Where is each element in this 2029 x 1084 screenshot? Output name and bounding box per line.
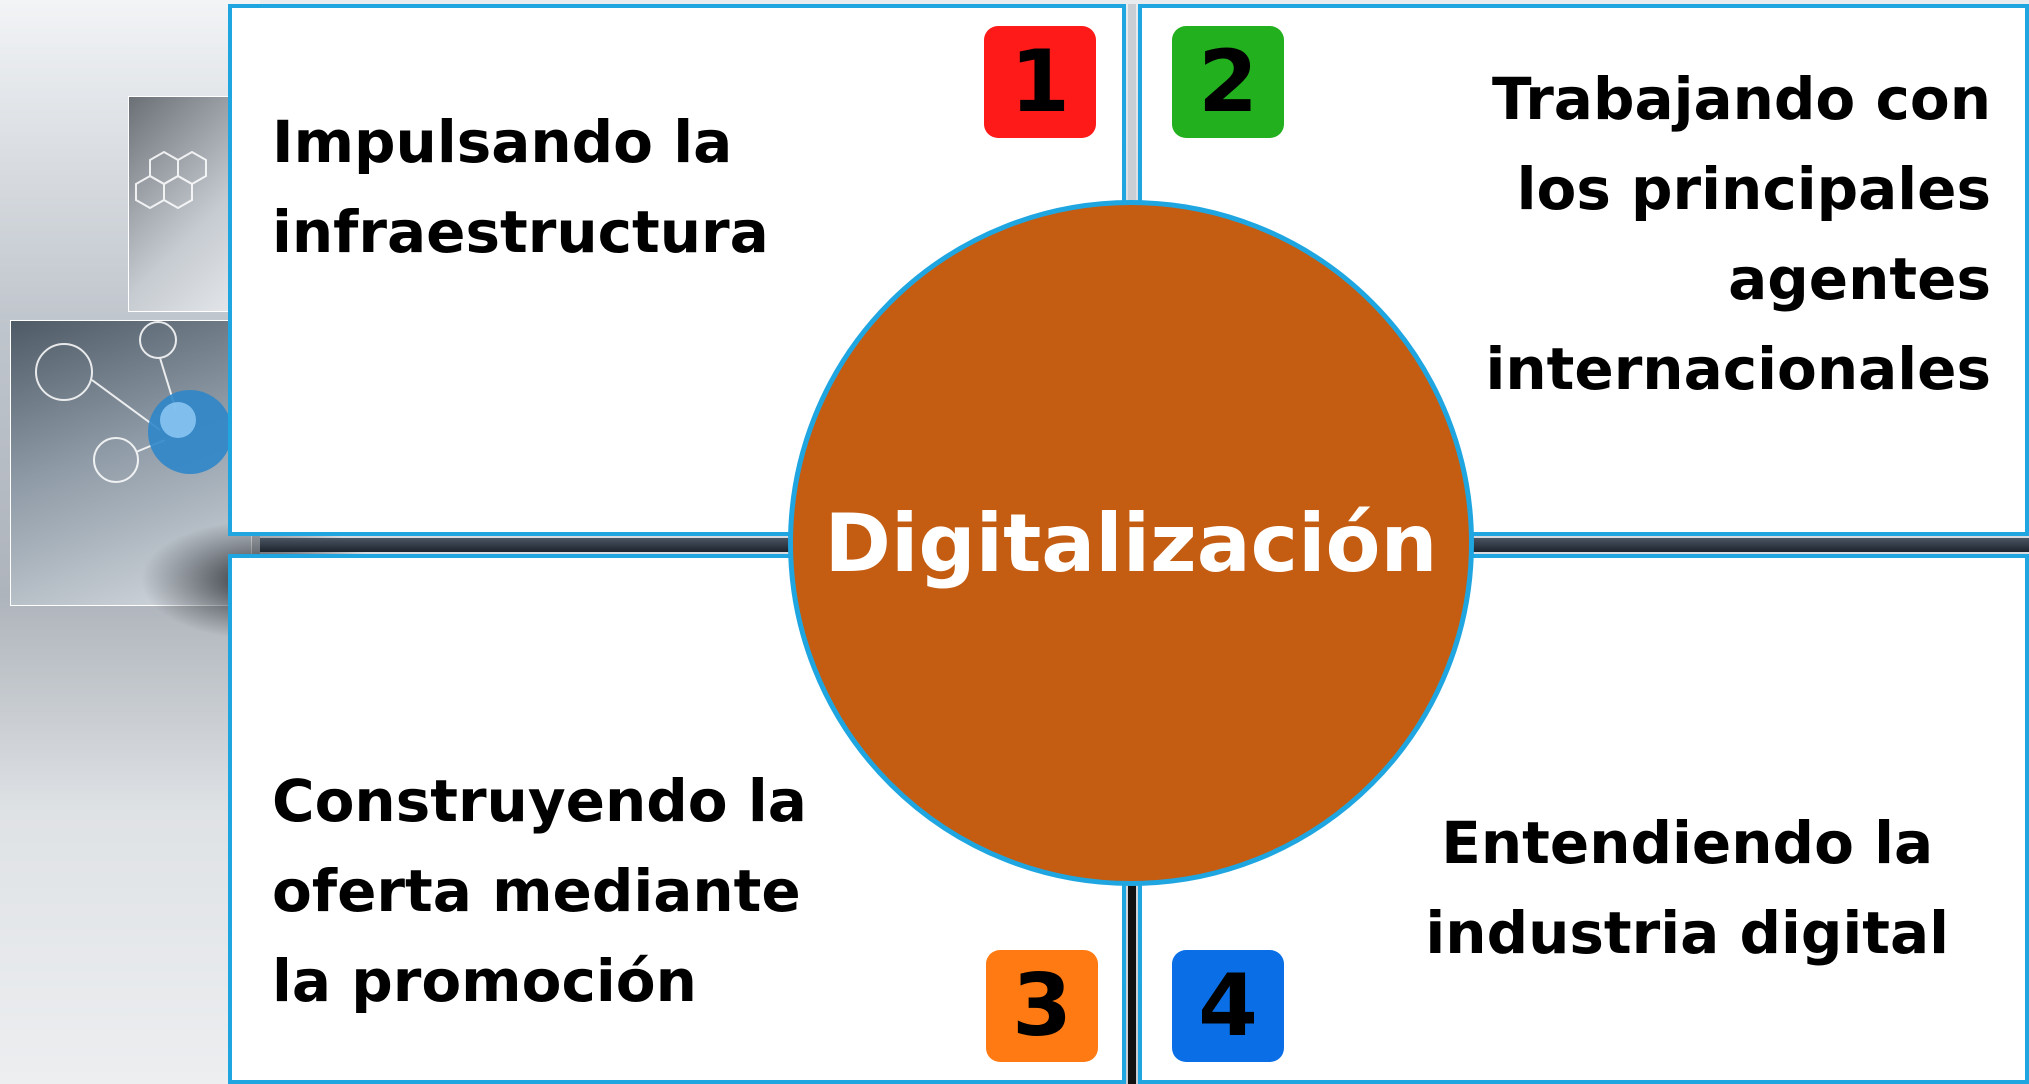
quadrant-2-line: agentes bbox=[1728, 245, 1991, 313]
quadrant-3-line: Construyendo la bbox=[272, 767, 807, 835]
quadrant-2-line: internacionales bbox=[1485, 335, 1991, 403]
quadrant-1-text: Impulsando la infraestructura bbox=[272, 97, 769, 277]
quadrant-1-line: infraestructura bbox=[272, 198, 769, 266]
quadrant-3-text: Construyendo la oferta mediante la promo… bbox=[272, 756, 807, 1026]
network-globe-icon bbox=[35, 150, 232, 483]
quadrant-4-text: Entendiendo la industria digital bbox=[1425, 798, 1949, 978]
number-badge-4: 4 bbox=[1172, 950, 1284, 1062]
number-badge-1: 1 bbox=[984, 26, 1096, 138]
quadrant-1-line: Impulsando la bbox=[272, 108, 733, 176]
vertical-divider-top bbox=[1128, 4, 1136, 224]
quadrant-3-line: la promoción bbox=[272, 947, 697, 1015]
quadrant-4-line: Entendiendo la bbox=[1441, 809, 1934, 877]
quadrant-3-line: oferta mediante bbox=[272, 857, 801, 925]
quadrant-2-text: Trabajando con los principales agentes i… bbox=[1485, 54, 1991, 414]
vertical-divider-bottom bbox=[1128, 860, 1136, 1084]
number-badge-3: 3 bbox=[986, 950, 1098, 1062]
number-badge-2: 2 bbox=[1172, 26, 1284, 138]
quadrant-2-line: Trabajando con bbox=[1492, 65, 1991, 133]
quadrant-4-line: industria digital bbox=[1425, 899, 1949, 967]
center-label: Digitalización bbox=[824, 496, 1438, 590]
quadrant-2-line: los principales bbox=[1516, 155, 1991, 223]
center-circle: Digitalización bbox=[788, 200, 1474, 886]
